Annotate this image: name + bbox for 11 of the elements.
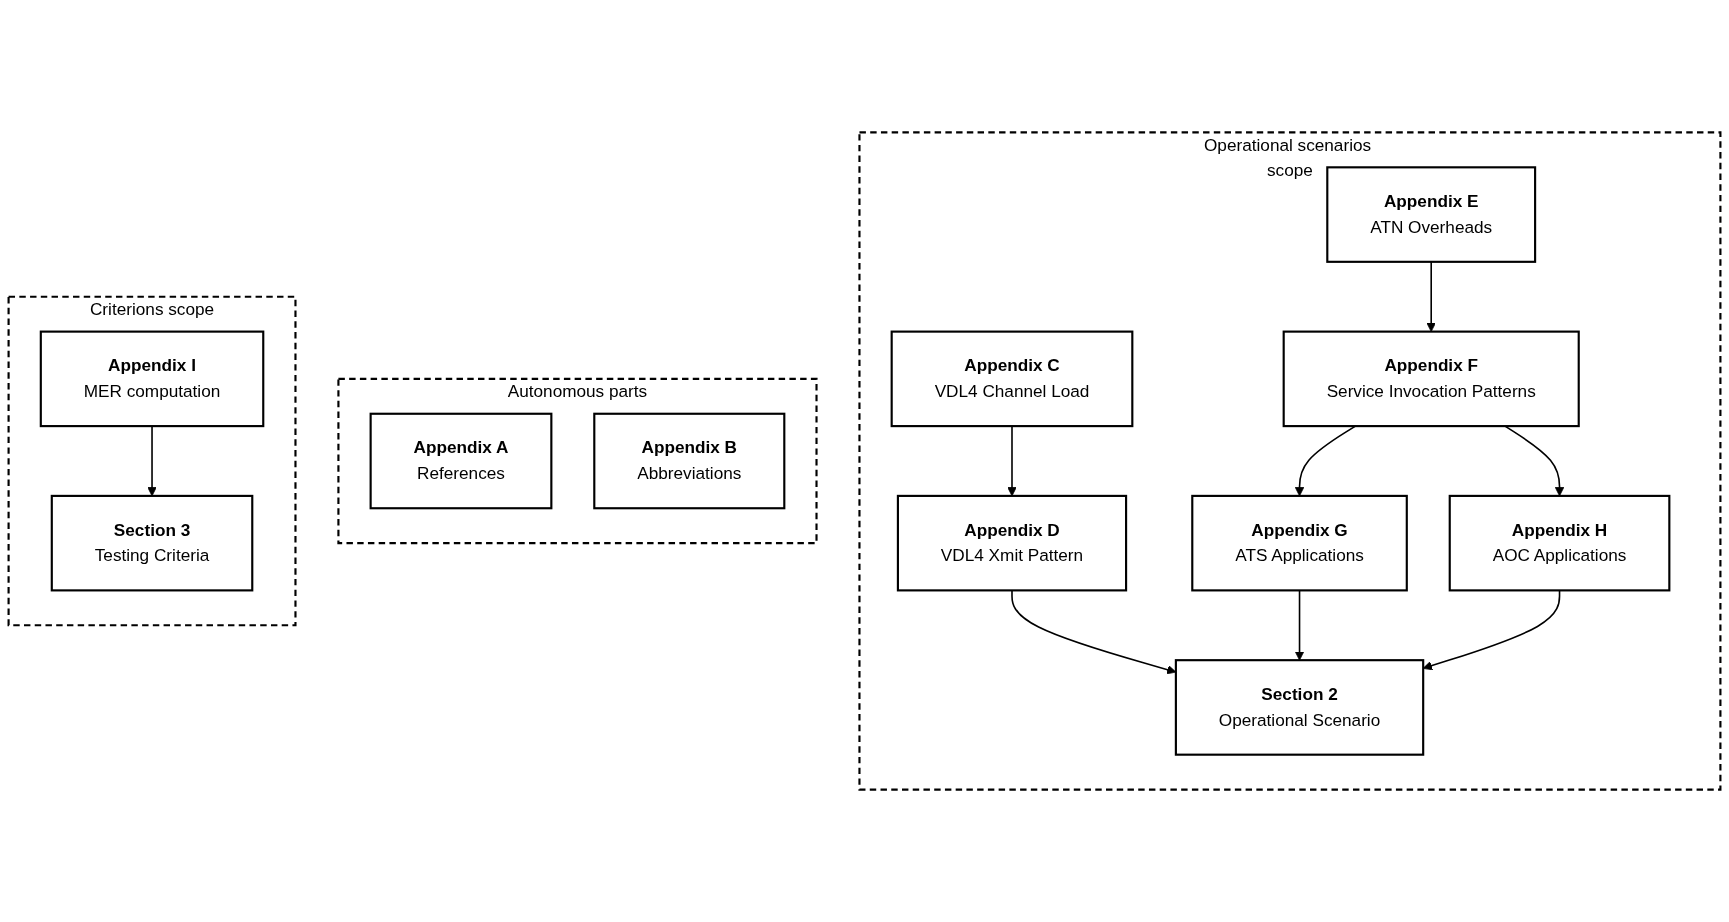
node-box: Appendix E ATN Overheads [1326,166,1537,263]
node-box: Appendix C VDL4 Channel Load [890,330,1134,428]
node-box: Appendix B Abbreviations [593,412,786,510]
node-box: Appendix G ATS Applications [1191,494,1408,592]
node-box: Appendix I MER computation [39,330,265,428]
node-box: Appendix F Service Invocation Patterns [1282,330,1580,428]
node-box: Section 2 Operational Scenario [1174,659,1425,756]
node-box: Appendix D VDL4 Xmit Pattern [896,494,1128,592]
node-box: Appendix A References [369,412,553,510]
node-box: Section 3 Testing Criteria [50,494,254,592]
node-box: Appendix H AOC Applications [1448,494,1671,592]
